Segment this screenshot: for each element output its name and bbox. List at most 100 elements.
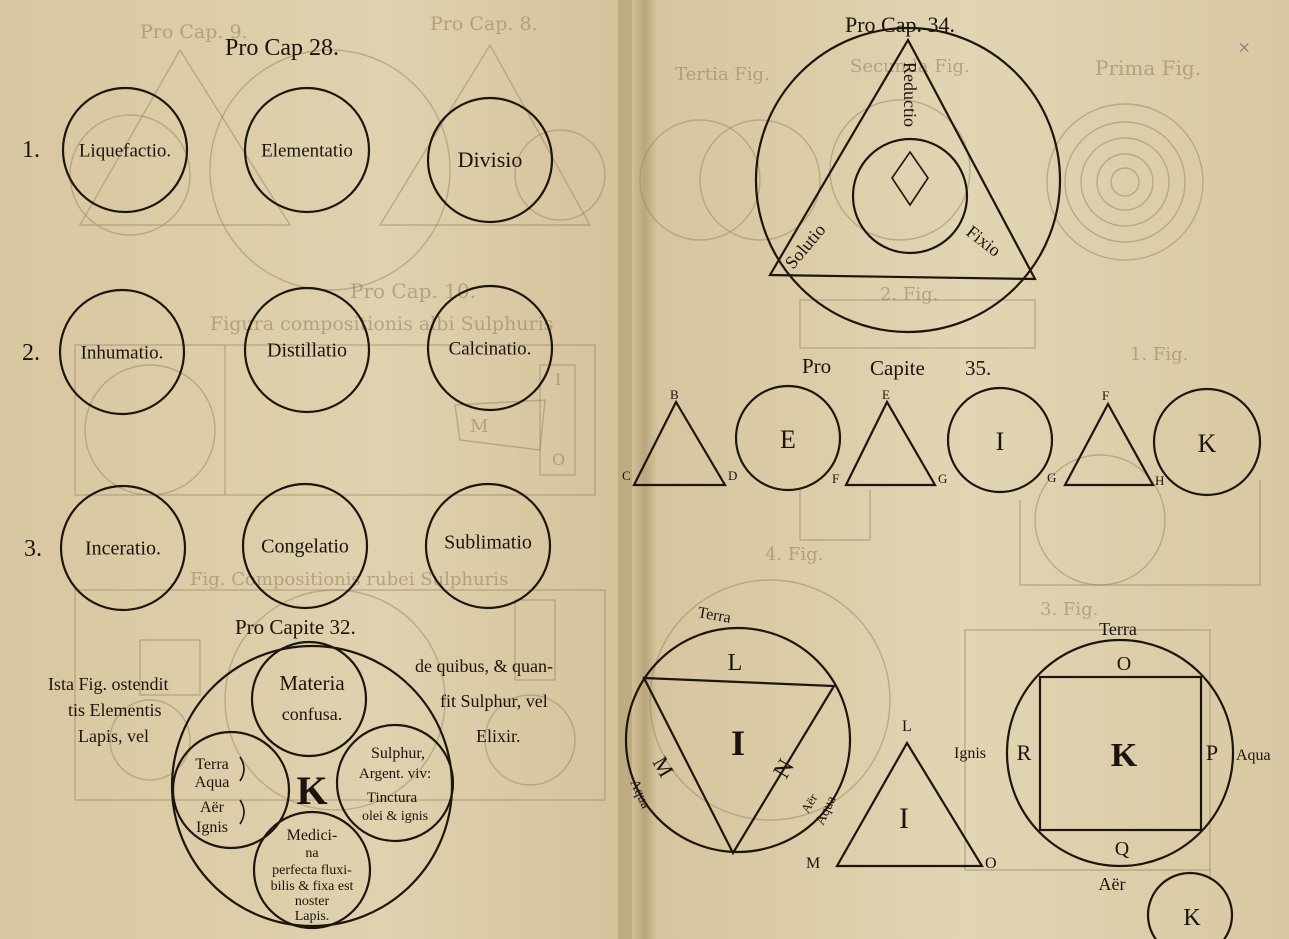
row-label-2: 2. — [22, 340, 40, 366]
caption-right-line: fit Sulphur, vel — [440, 691, 548, 711]
elements-circle — [624, 626, 852, 854]
operation-label: Inceratio. — [85, 538, 161, 560]
operation-circle — [243, 86, 371, 214]
vertex-label: G — [938, 471, 947, 486]
cap35-triangle — [632, 399, 727, 487]
close-icon[interactable]: × — [1238, 35, 1250, 60]
ghost-text: 3. Fig. — [1040, 599, 1098, 620]
cap35-circle — [1152, 387, 1262, 497]
cap32-figure: Materia confusa. Terra Aqua Aër Ignis Su… — [170, 640, 455, 930]
ghost-text: Secunda Fig. — [850, 56, 970, 77]
cap35-circle — [946, 386, 1054, 494]
caption-left-line: Lapis, vel — [78, 726, 149, 746]
cap32-bottom-text: Medici- — [287, 827, 338, 844]
elements-letter: Q — [1115, 838, 1130, 860]
triangle-center-letter: I — [899, 802, 909, 835]
cap32-circle-right — [335, 723, 455, 843]
vertex-label: M — [806, 855, 820, 872]
cap35-figures: B C D E E F G I F G H K — [622, 384, 1262, 497]
brace-icon — [239, 756, 245, 782]
cap32-circle-left — [171, 730, 291, 850]
cap35-triangle — [1063, 401, 1155, 487]
heading-cap35: Capite — [870, 356, 925, 380]
cap32-bottom-text: na — [305, 846, 319, 861]
ghost-text: Fig. Compositionis rubei Sulphuris — [190, 569, 508, 590]
elements-center-letter: K — [1111, 737, 1138, 774]
vertex-label: H — [1155, 473, 1164, 488]
cap32-bottom-text: perfecta fluxi- — [272, 863, 352, 878]
outer-label: Terra — [696, 604, 732, 627]
heading-cap35: Pro — [802, 354, 831, 378]
ghost-text: 1. Fig. — [1130, 344, 1188, 365]
operation-circle — [424, 482, 552, 610]
caption-left-line: Ista Fig. ostendit — [48, 674, 169, 694]
outer-label: Aqua — [1236, 747, 1271, 764]
operation-label: Liquefactio. — [79, 140, 171, 161]
ghost-text: M — [470, 416, 488, 437]
cap32-circle-top — [250, 640, 368, 758]
cap34-inner-circle — [851, 137, 969, 255]
vertex-label: D — [728, 468, 737, 483]
cap32-center-letter: K — [296, 768, 327, 813]
cap35-circle-letter: I — [996, 427, 1005, 456]
vertex-label: B — [670, 387, 679, 402]
cap35-circle-letter: K — [1198, 429, 1217, 458]
cap32-left-text: Terra — [195, 756, 229, 773]
cap35-circle-letter: E — [780, 425, 796, 454]
ghost-text: 2. Fig. — [880, 284, 938, 305]
operation-label: Sublimatio — [444, 532, 532, 554]
row-label-3: 3. — [24, 536, 42, 562]
brace-icon — [239, 799, 245, 825]
vertex-label: O — [985, 855, 997, 872]
cap32-right-text: Tinctura — [367, 790, 418, 806]
ghost-text-group: Pro Cap. 9. Pro Cap. 8. Pro Cap. 10. Fig… — [140, 13, 1201, 620]
ghost-text: Pro Cap. 8. — [430, 13, 538, 35]
elements-letter: R — [1017, 740, 1032, 765]
bottom-circle — [1146, 871, 1234, 939]
cap32-right-text: olei & ignis — [362, 809, 428, 824]
page-gutter — [618, 0, 632, 939]
operation-circle — [426, 284, 554, 412]
elements-triangle — [642, 676, 836, 856]
ghost-text: Tertia Fig. — [675, 64, 770, 85]
outer-label: Ignis — [954, 745, 986, 762]
cap35-triangle — [844, 399, 937, 487]
cap34-outer-circle — [754, 26, 1062, 334]
vertex-label: F — [832, 471, 839, 486]
cap32-right-text: Sulphur, — [371, 745, 425, 762]
vertex-label: C — [622, 468, 631, 483]
ghost-text: I — [555, 370, 561, 389]
ghost-text: Pro Cap. 9. — [140, 21, 248, 43]
bottom-circle-letter: K — [1183, 905, 1201, 931]
cap32-circle-bottom — [252, 810, 372, 930]
elements-circle — [1005, 638, 1235, 868]
vertex-label: E — [882, 387, 890, 402]
cap32-bottom-text: Lapis. — [295, 909, 330, 924]
ghost-text: Prima Fig. — [1095, 56, 1201, 80]
vertex-label: F — [1102, 388, 1109, 403]
operation-label: Distillatio — [267, 340, 347, 362]
heading-cap28: Pro Cap 28. — [225, 35, 339, 61]
caption-left-line: tis Elementis — [68, 700, 162, 720]
cap32-top-text: Materia — [279, 671, 345, 695]
elements-letter: L — [728, 650, 743, 676]
cap32-top-text: confusa. — [282, 704, 342, 724]
operation-label: Elementatio — [261, 140, 353, 161]
row-label-1: 1. — [22, 137, 40, 163]
outer-label: Aër — [1099, 874, 1126, 894]
heading-cap32: Pro Capite 32. — [235, 615, 356, 639]
cap34-label-top: Reductio — [900, 62, 920, 127]
elements-center-letter: I — [731, 723, 745, 763]
cap34-triangle — [768, 37, 1037, 281]
elements-letter: M — [648, 752, 679, 781]
caption-right-line: Elixir. — [476, 726, 521, 746]
cap35-circle — [734, 384, 842, 492]
heading-cap34: Pro Cap. 34. — [845, 12, 955, 37]
operation-label: Calcinatio. — [449, 338, 532, 359]
operation-circle — [59, 484, 187, 612]
cap34-diamond — [891, 150, 929, 207]
elements-letter: P — [1206, 740, 1218, 765]
cap32-bottom-text: noster — [295, 894, 330, 909]
